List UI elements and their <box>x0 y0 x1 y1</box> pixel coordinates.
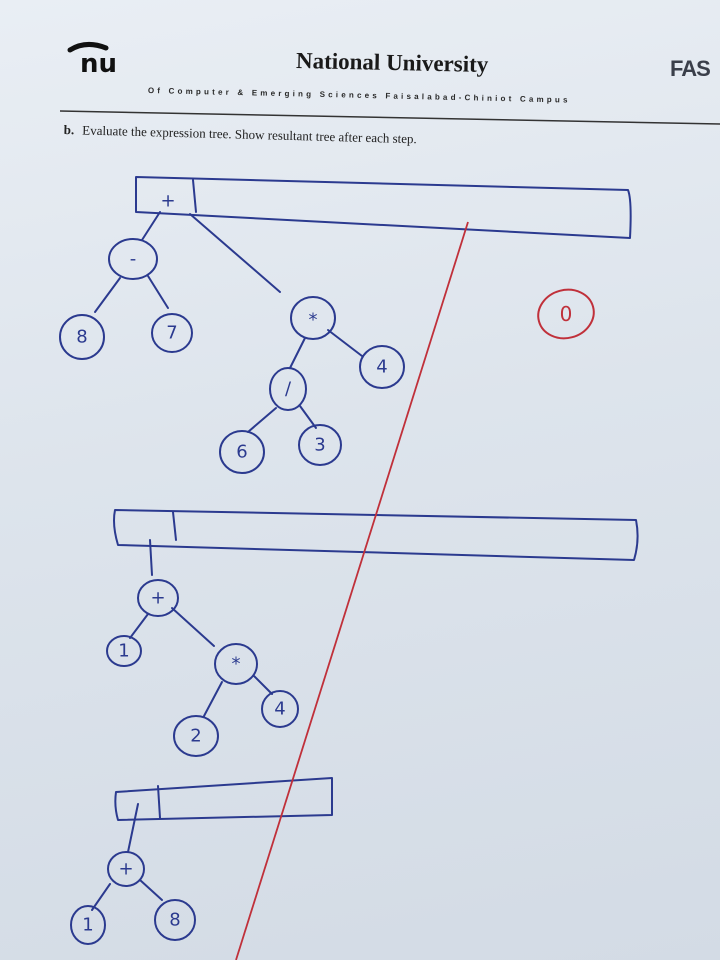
tree1-label-plus: + <box>160 191 175 212</box>
tree1-node-six <box>219 430 265 474</box>
grading-strike-line <box>235 221 469 960</box>
tree1-node-times <box>290 296 336 340</box>
result-box-3 <box>114 777 333 821</box>
tree2-label-four: 4 <box>274 699 285 720</box>
tree1-label-minus: - <box>130 249 137 270</box>
tree1-label-times: * <box>309 310 318 331</box>
tree3-labels: + 1 8 <box>82 859 180 936</box>
tree2-node-times <box>214 643 258 685</box>
score-mark: 0 <box>560 302 573 326</box>
tree1-label-four: 4 <box>376 357 387 378</box>
tree2-label-one: 1 <box>118 641 129 662</box>
tree1-node-four <box>359 345 405 389</box>
result-box-1 <box>135 176 632 239</box>
tree3-label-one: 1 <box>82 915 93 936</box>
tree1-label-six: 6 <box>236 442 247 463</box>
tree3-node-one <box>70 905 106 945</box>
tree1-node-eight <box>59 314 105 360</box>
tree-step-3 <box>70 777 333 945</box>
tree2-node-four <box>261 690 299 728</box>
tree3-label-plus: + <box>118 859 133 880</box>
tree2-label-times: * <box>232 654 241 675</box>
tree2-label-two: 2 <box>190 726 201 747</box>
tree3-node-eight <box>154 899 196 941</box>
tree1-label-div: / <box>285 379 292 400</box>
tree1-label-seven: 7 <box>166 323 177 344</box>
result-box-2 <box>113 509 639 561</box>
svg-text:nu: nu <box>80 49 117 76</box>
tree2-node-one <box>106 635 142 667</box>
university-logo: nu <box>66 40 128 81</box>
tree1-node-div <box>269 367 307 411</box>
tree1-node-seven <box>151 313 193 353</box>
tree1-node-three <box>298 424 342 466</box>
tree-step-1 <box>59 176 632 474</box>
fast-logo: FAS <box>670 56 711 81</box>
tree1-label-three: 3 <box>314 435 325 456</box>
tree-step-2 <box>106 509 639 757</box>
tree2-labels: + 1 * 2 4 <box>118 588 285 747</box>
tree2-node-two <box>173 715 219 757</box>
tree1-node-minus <box>108 238 158 280</box>
tree1-labels: + - 8 7 * / 6 3 4 <box>76 191 387 463</box>
score-circle <box>537 288 595 340</box>
tree1-label-eight: 8 <box>76 327 87 348</box>
tree3-label-eight: 8 <box>169 910 180 931</box>
tree3-node-plus <box>107 851 145 887</box>
tree2-label-plus: + <box>150 588 165 609</box>
tree2-node-plus <box>137 579 179 617</box>
